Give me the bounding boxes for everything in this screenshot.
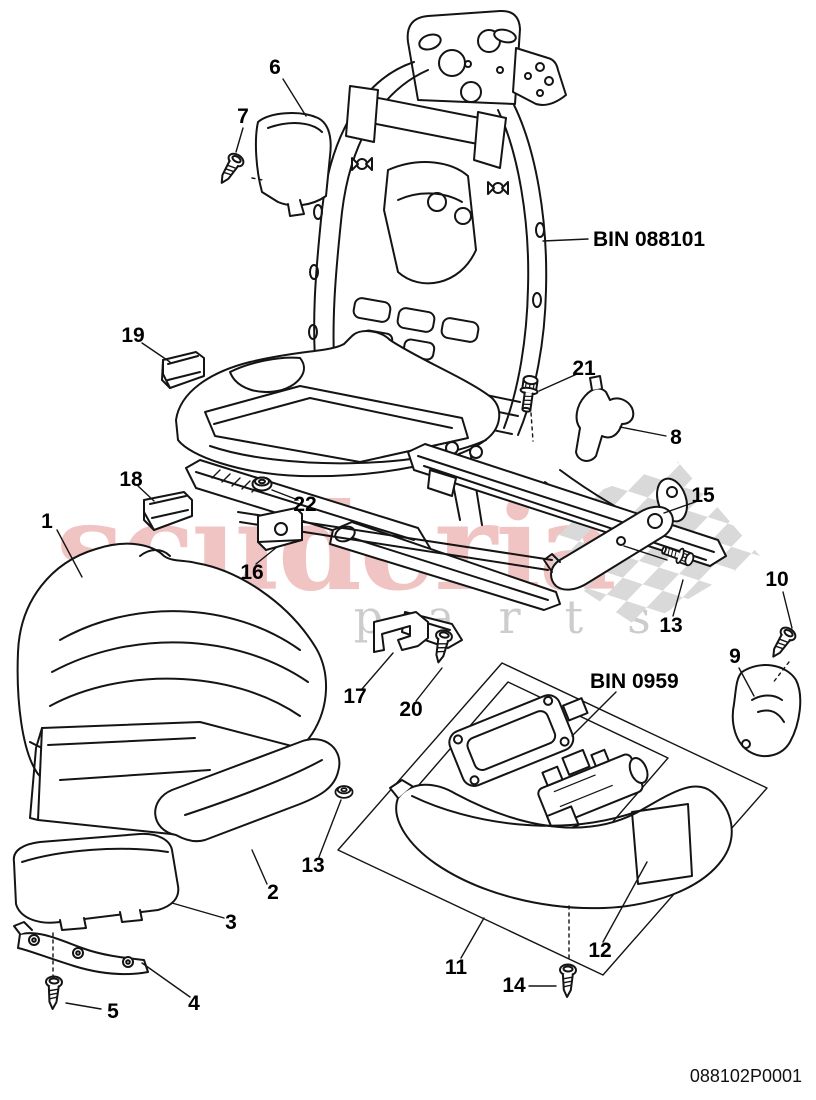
part-7-screw-icon — [213, 150, 247, 189]
bin-088101-label: BIN 088101 — [593, 228, 706, 251]
callout-2: 2 — [267, 881, 279, 904]
part-2-foam — [29, 721, 341, 843]
part-13-nut-icon — [334, 785, 354, 799]
part-19-clip — [161, 351, 205, 389]
part-code: 088102P0001 — [689, 1066, 802, 1086]
switch-bezel — [448, 694, 589, 787]
callout-7: 7 — [237, 105, 249, 128]
leader-lines — [56, 78, 793, 1010]
part-5-screw-icon — [43, 975, 64, 1011]
callout-13-left: 13 — [301, 854, 325, 877]
callout-15: 15 — [691, 484, 715, 507]
part-14-screw-icon — [558, 963, 578, 999]
part-9-cover — [731, 664, 802, 758]
part-8-trim — [575, 375, 635, 462]
callout-13-right: 13 — [659, 614, 683, 637]
callout-17: 17 — [343, 685, 367, 708]
part-11-12-side-trim — [389, 779, 733, 910]
part-6-cover — [254, 112, 332, 217]
part-16-plate — [257, 507, 303, 551]
part-17-clip — [373, 611, 429, 653]
part-4-bracket — [13, 921, 149, 975]
callout-22: 22 — [293, 493, 317, 516]
part-15-handle — [543, 505, 674, 591]
part-21-bolt-icon — [516, 373, 541, 414]
callout-21: 21 — [572, 357, 596, 380]
callout-4: 4 — [188, 992, 200, 1015]
callout-12: 12 — [588, 939, 612, 962]
assembly-dashed-lines — [52, 177, 790, 977]
callout-11: 11 — [444, 956, 468, 979]
callout-20: 20 — [399, 698, 423, 721]
callout-9: 9 — [729, 645, 741, 668]
callout-19: 19 — [121, 324, 145, 347]
part-22-nut-icon — [251, 476, 273, 492]
callout-10: 10 — [765, 568, 789, 591]
part-18-clip — [143, 491, 193, 531]
callout-6: 6 — [269, 56, 281, 79]
callout-5: 5 — [107, 1000, 119, 1023]
seat-pan — [175, 330, 688, 546]
callout-14: 14 — [502, 974, 526, 997]
part-3-pad — [12, 832, 180, 931]
callout-8: 8 — [670, 426, 682, 449]
callout-18: 18 — [119, 468, 143, 491]
bin-0959-label: BIN 0959 — [590, 670, 679, 693]
callout-16: 16 — [240, 561, 264, 584]
callout-3: 3 — [225, 911, 237, 934]
callout-1: 1 — [41, 510, 53, 533]
part-10-screw-icon — [765, 624, 799, 663]
